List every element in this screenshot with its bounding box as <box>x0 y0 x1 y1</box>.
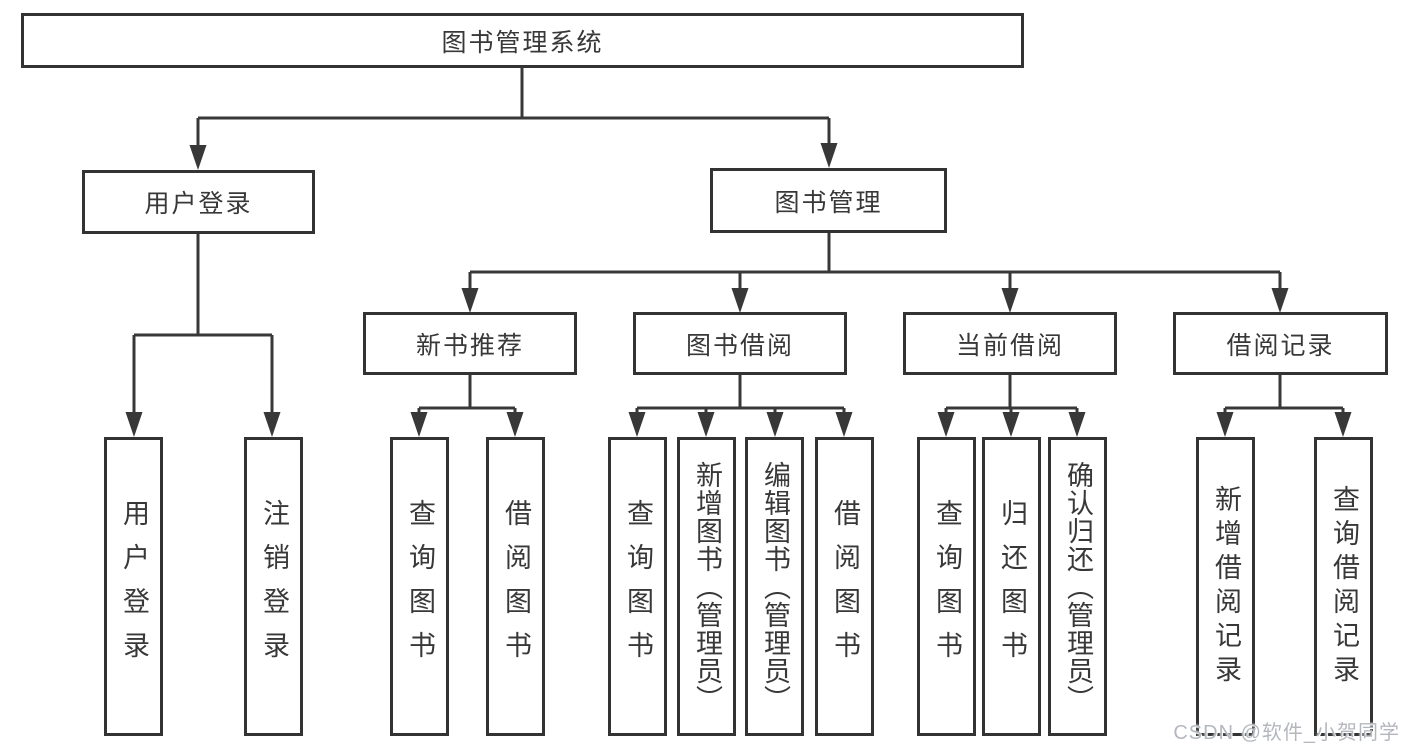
node-add-book-admin: 新增图书（管理员） <box>677 437 736 736</box>
node-new-book-recommendation: 新书推荐 <box>363 312 577 375</box>
connector-newbook-to-leaves <box>417 375 517 416</box>
node-label: 编辑图书（管理员） <box>760 460 790 713</box>
node-label: 新书推荐 <box>415 331 524 360</box>
node-edit-book-admin: 编辑图书（管理员） <box>745 437 804 736</box>
node-book-borrowing: 图书借阅 <box>633 312 847 375</box>
node-label: 当前借阅 <box>955 331 1064 360</box>
node-label: 图书借阅 <box>685 331 794 360</box>
node-confirm-return-admin: 确认归还（管理员） <box>1048 437 1107 736</box>
node-label: 借阅记录 <box>1226 331 1335 360</box>
connector-userlogin-to-leaves <box>132 234 274 416</box>
arrowhead <box>697 412 715 437</box>
node-label: 图书管理系统 <box>441 28 604 57</box>
arrowheads <box>125 143 1352 437</box>
node-return-books: 归还图书 <box>982 437 1041 736</box>
node-user-login: 用户登录 <box>82 170 315 234</box>
node-label: 用户登录 <box>119 498 149 675</box>
arrowhead <box>410 412 428 437</box>
node-label: 查询图书 <box>405 498 435 675</box>
node-library-management-system: 图书管理系统 <box>21 13 1024 68</box>
node-label: 借阅图书 <box>830 498 860 675</box>
node-label: 用户登录 <box>144 190 253 218</box>
arrowhead <box>506 412 524 437</box>
connector-currentborrow-to-leaves <box>944 375 1079 416</box>
arrowhead <box>1334 412 1352 437</box>
node-label: 归还图书 <box>997 498 1027 675</box>
node-query-books-current: 查询图书 <box>917 437 976 736</box>
node-book-management: 图书管理 <box>710 168 947 233</box>
arrowhead <box>628 412 646 437</box>
node-current-borrowing: 当前借阅 <box>903 312 1117 375</box>
arrowhead <box>461 288 479 313</box>
arrowhead <box>1002 412 1020 437</box>
connector-bookmgmt-to-level3 <box>468 233 1282 292</box>
arrowhead <box>766 412 784 437</box>
node-label: 借阅图书 <box>501 498 531 675</box>
connector-root-to-level2 <box>196 68 831 150</box>
node-add-borrow-record: 新增借阅记录 <box>1196 437 1255 736</box>
node-label: 查询图书 <box>932 498 962 675</box>
node-label: 图书管理 <box>774 188 883 217</box>
node-label: 注销登录 <box>259 498 289 675</box>
node-borrowing-records: 借阅记录 <box>1173 312 1388 375</box>
arrowhead <box>820 143 838 168</box>
arrowhead <box>189 145 207 170</box>
arrowhead <box>1271 288 1289 313</box>
node-label: 确认归还（管理员） <box>1063 460 1093 713</box>
csdn-watermark: CSDN @软件_小贺同学 <box>1173 722 1400 744</box>
arrowhead <box>835 412 853 437</box>
arrowhead <box>1068 412 1086 437</box>
node-borrow-books-recommend: 借阅图书 <box>486 437 545 736</box>
arrowhead <box>937 412 955 437</box>
arrowhead <box>263 412 281 437</box>
node-label: 查询借阅记录 <box>1329 484 1359 689</box>
node-user-login-leaf: 用户登录 <box>104 437 163 736</box>
connector-bookborrow-to-leaves <box>635 375 846 416</box>
arrowhead <box>1216 412 1234 437</box>
node-query-borrow-record: 查询借阅记录 <box>1314 437 1373 736</box>
node-query-books-recommend: 查询图书 <box>390 437 449 736</box>
arrowhead <box>1001 288 1019 313</box>
arrowhead <box>731 288 749 313</box>
node-label: 新增图书（管理员） <box>692 460 722 713</box>
node-query-books-borrowing: 查询图书 <box>608 437 667 736</box>
node-logout: 注销登录 <box>244 437 303 736</box>
arrowhead <box>125 412 143 437</box>
node-label: 查询图书 <box>623 498 653 675</box>
node-borrow-books-borrowing: 借阅图书 <box>815 437 874 736</box>
connector-records-to-leaves <box>1223 375 1345 416</box>
node-label: 新增借阅记录 <box>1211 484 1241 689</box>
